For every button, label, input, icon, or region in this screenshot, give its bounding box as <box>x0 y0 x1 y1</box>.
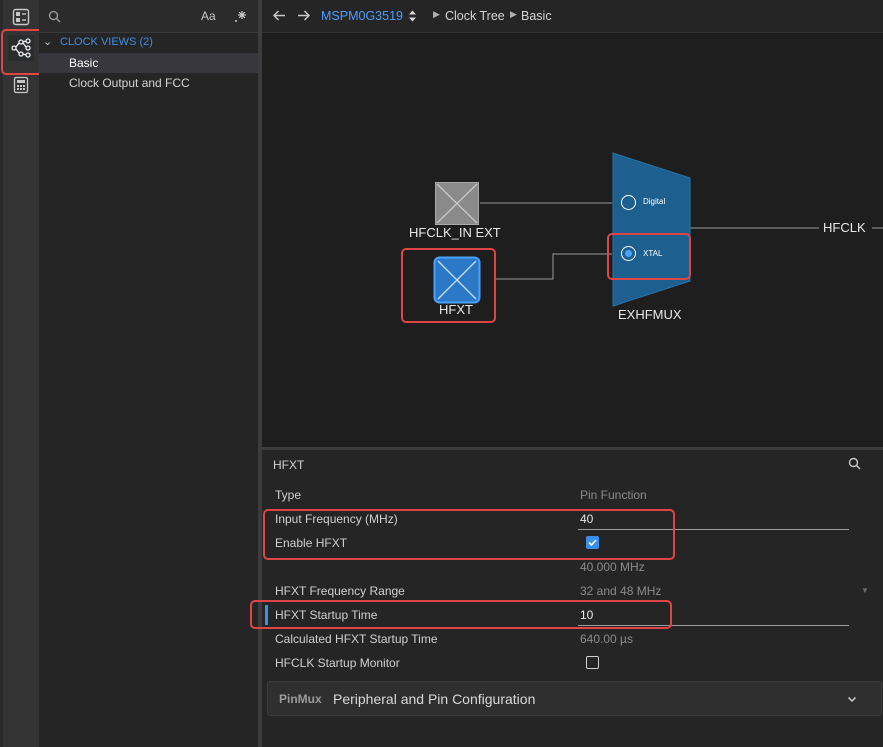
search-icon[interactable] <box>48 10 61 28</box>
pinmux-title: Peripheral and Pin Configuration <box>333 691 536 707</box>
sort-updown-icon[interactable] <box>408 9 417 26</box>
explorer-toolbar: Aa <box>39 0 258 33</box>
chevron-right-icon: ▶ <box>510 9 517 19</box>
font-case-toggle[interactable]: Aa <box>201 9 216 23</box>
panel-divider[interactable] <box>262 447 883 450</box>
main-area: MSPM0G3519 ▶ Clock Tree ▶ Basic HFCLK_IN… <box>250 0 883 747</box>
checkmark-icon <box>588 539 597 547</box>
hfclk-output-label: HFCLK <box>823 220 866 235</box>
clock-views-label: CLOCK VIEWS (2) <box>60 36 153 48</box>
prop-row-computed-frequency: 40.000 MHz <box>273 556 873 578</box>
device-selector[interactable]: MSPM0G3519 <box>321 9 403 23</box>
prop-label: Input Frequency (MHz) <box>275 512 398 526</box>
prop-row-startup-time: HFXT Startup Time <box>273 604 873 626</box>
prop-label: HFCLK Startup Monitor <box>275 656 400 670</box>
startup-monitor-checkbox[interactable] <box>586 656 599 669</box>
prop-row-enable-hfxt: Enable HFXT <box>273 532 873 554</box>
hfclk-in-ext-node[interactable] <box>435 182 479 225</box>
tree-item-basic[interactable]: Basic <box>39 53 258 73</box>
panel-splitter[interactable] <box>258 0 262 747</box>
properties-title: HFXT <box>273 458 305 472</box>
prop-row-calculated-startup-time: Calculated HFXT Startup Time 640.00 µs <box>273 628 873 650</box>
chevron-right-icon: ▶ <box>433 9 440 19</box>
prop-label: Type <box>275 488 302 502</box>
exhfmux-label: EXHFMUX <box>618 307 682 322</box>
tree-item-clock-output-fcc[interactable]: Clock Output and FCC <box>39 73 258 93</box>
prop-row-startup-monitor: HFCLK Startup Monitor <box>273 652 873 674</box>
properties-panel: HFXT Type Pin Function Input Frequency (… <box>250 450 883 747</box>
hfclk-in-ext-label: HFCLK_IN EXT <box>409 225 501 240</box>
prop-row-type: Type Pin Function <box>273 484 873 506</box>
diagram-connections <box>480 202 883 280</box>
back-arrow-icon[interactable] <box>272 8 287 26</box>
startup-time-field[interactable] <box>578 605 849 626</box>
calculator-icon[interactable] <box>8 72 34 98</box>
frequency-range-select[interactable]: 32 and 48 MHz <box>580 584 662 598</box>
activity-bar-edge <box>0 0 3 747</box>
radio-unchecked-icon <box>621 195 636 210</box>
prop-row-frequency-range: HFXT Frequency Range 32 and 48 MHz ▼ <box>273 580 873 602</box>
prop-value: 40.000 MHz <box>580 560 645 574</box>
activity-bar <box>0 0 39 747</box>
mux-option-xtal[interactable]: XTAL <box>621 245 686 263</box>
chevron-down-icon: ⌄ <box>43 36 53 48</box>
overview-icon[interactable] <box>8 4 34 30</box>
exhfmux-block[interactable] <box>612 152 692 307</box>
prop-label: Calculated HFXT Startup Time <box>275 632 438 646</box>
prop-value: Pin Function <box>580 488 647 502</box>
pinmux-badge: PinMux <box>279 692 322 706</box>
tree-item-label: Basic <box>69 56 99 70</box>
sparkle-icon[interactable] <box>234 9 248 28</box>
prop-label: Enable HFXT <box>275 536 348 550</box>
prop-value: 640.00 µs <box>580 632 633 646</box>
breadcrumb-clock-tree[interactable]: Clock Tree <box>445 9 505 23</box>
chevron-down-icon[interactable] <box>846 692 858 710</box>
prop-label: HFXT Startup Time <box>275 608 378 622</box>
mux-option-label: XTAL <box>643 249 663 258</box>
radio-checked-icon <box>621 246 636 261</box>
forward-arrow-icon[interactable] <box>296 8 311 26</box>
explorer-panel: Aa ⌄ CLOCK VIEWS (2) Basic Clock Output … <box>39 0 258 747</box>
search-icon[interactable] <box>848 457 861 475</box>
tree-item-label: Clock Output and FCC <box>69 76 190 90</box>
clock-tree-diagram: HFCLK_IN EXT HFXT Digital XTAL EXHFMUX H… <box>262 33 883 447</box>
dropdown-arrow-icon[interactable]: ▼ <box>861 586 869 595</box>
input-frequency-field[interactable] <box>578 509 849 530</box>
enable-hfxt-checkbox[interactable] <box>586 536 599 549</box>
clock-tree-icon[interactable] <box>8 35 34 61</box>
modified-indicator <box>265 605 268 625</box>
prop-row-input-frequency: Input Frequency (MHz) <box>273 508 873 530</box>
mux-option-label: Digital <box>643 197 666 206</box>
pinmux-panel[interactable]: PinMux Peripheral and Pin Configuration <box>267 681 882 716</box>
breadcrumb: MSPM0G3519 ▶ Clock Tree ▶ Basic <box>262 0 883 33</box>
mux-option-digital[interactable]: Digital <box>621 194 686 212</box>
clock-views-section[interactable]: ⌄ CLOCK VIEWS (2) <box>39 32 258 52</box>
hfxt-label: HFXT <box>439 302 473 317</box>
breadcrumb-basic[interactable]: Basic <box>521 9 552 23</box>
hfxt-node[interactable] <box>433 256 481 304</box>
prop-label: HFXT Frequency Range <box>275 584 405 598</box>
